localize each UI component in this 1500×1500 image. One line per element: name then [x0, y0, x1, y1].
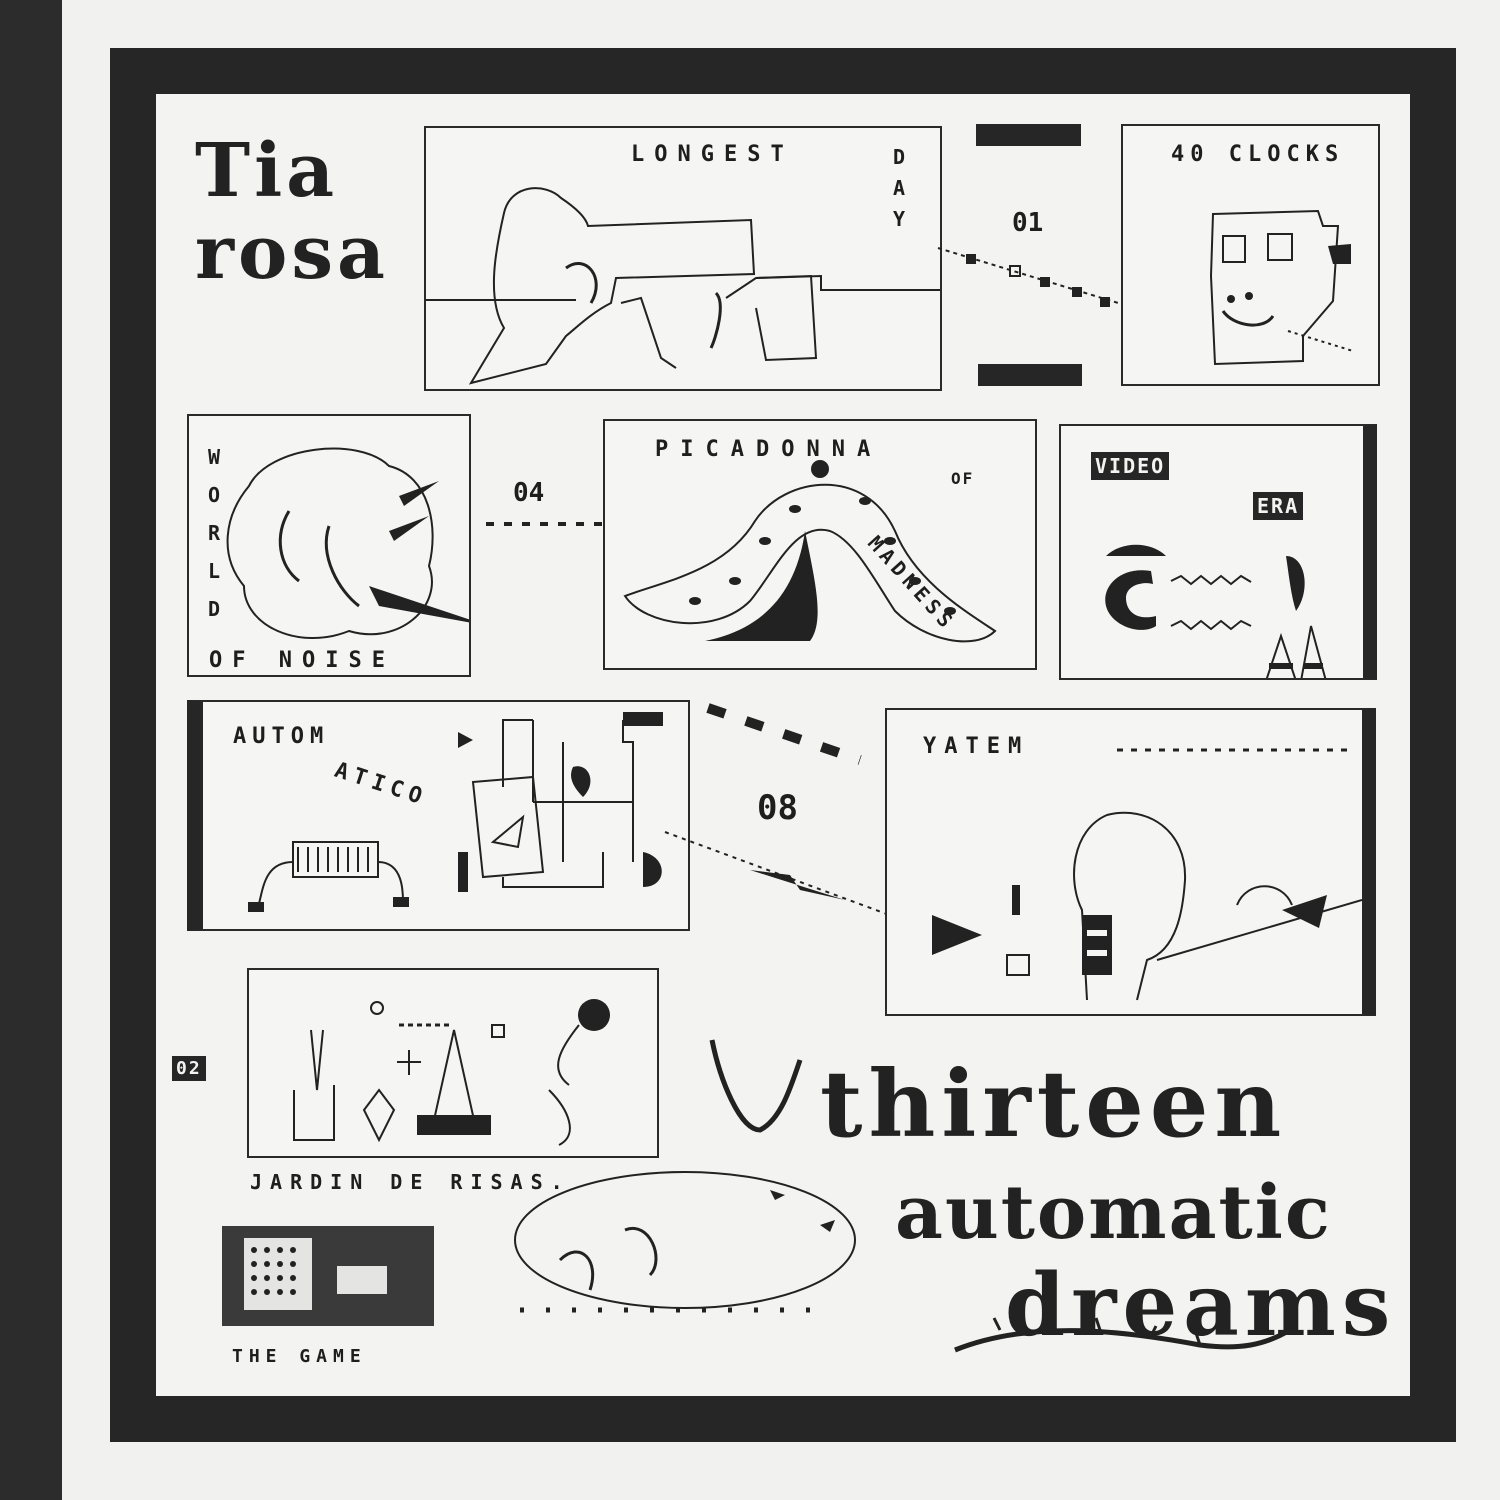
panel-the-game — [222, 1226, 434, 1326]
panel-automatico: AUTOM ATICO — [187, 700, 690, 931]
automatico-word1: AUTOM — [233, 724, 330, 749]
panel-world-of-noise: WORLD OF NOISE — [187, 414, 471, 677]
picadonna-drawing — [623, 460, 997, 643]
longest-day-drawing — [426, 187, 940, 385]
longest-day-vertical: DAY — [892, 145, 906, 231]
game-board-drawing — [244, 1238, 387, 1310]
of-noise-text: OF NOISE — [209, 648, 395, 673]
video-label: VIDEO — [1091, 452, 1170, 480]
clocks-drawing — [1209, 209, 1354, 366]
band-name: Tia rosa — [195, 128, 389, 296]
video-era-drawing — [1105, 544, 1327, 678]
panel-video-era: VIDEO ERA — [1059, 424, 1377, 680]
panel-jardin-de-risas — [247, 968, 659, 1158]
bar-top — [976, 124, 1081, 146]
panel-yatem: YATEM — [885, 708, 1376, 1016]
title-line-3: dreams — [1005, 1255, 1397, 1356]
title-line-1: thirteen — [820, 1050, 1288, 1158]
jardin-caption: JARDIN DE RISAS. — [250, 1170, 571, 1194]
longest-day-title: LONGEST — [631, 142, 794, 167]
track-number-02: 02 — [172, 1056, 206, 1081]
picadonna-title: PICADONNA — [655, 437, 883, 462]
yatem-title: YATEM — [923, 734, 1030, 759]
panel-picadonna: PICADONNA OF MADNESS — [603, 419, 1037, 670]
track-number-08: 08 — [757, 788, 798, 828]
panel-40-clocks: 40 CLOCKS — [1121, 124, 1380, 386]
era-label: ERA — [1253, 492, 1304, 520]
automatico-drawing — [248, 712, 663, 912]
clocks-title: 40 CLOCKS — [1171, 142, 1345, 167]
title-line-2: automatic — [895, 1170, 1332, 1256]
panel-longest-day: LONGEST DAY — [424, 126, 942, 391]
world-vertical: WORLD — [207, 445, 221, 621]
picadonna-of: OF — [951, 469, 975, 488]
bar-bottom — [978, 364, 1082, 386]
album-spine — [0, 0, 62, 1500]
track-number-01: 01 — [1012, 208, 1044, 238]
yatem-drawing — [932, 748, 1362, 1001]
world-of-noise-drawing — [226, 447, 469, 640]
game-caption: THE GAME — [232, 1346, 367, 1367]
track-number-04: 04 — [513, 478, 545, 508]
jardin-drawing — [293, 999, 610, 1146]
